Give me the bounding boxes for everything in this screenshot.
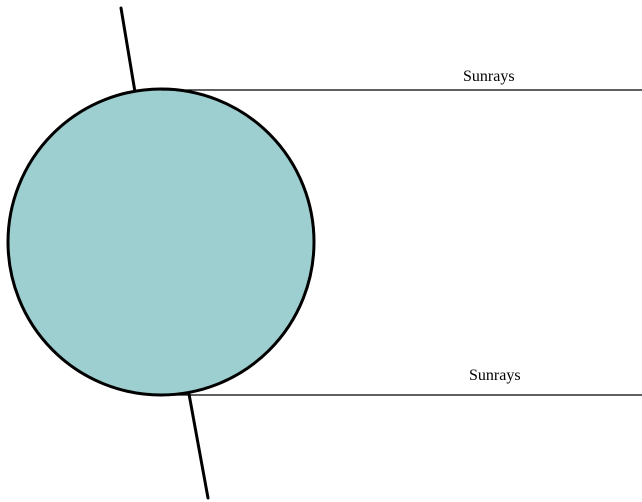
sunray-bottom-label: Sunrays [469, 367, 521, 384]
earth-axis-north [121, 8, 135, 92]
sunray-top-label: Sunrays [463, 68, 515, 85]
earth-axis-south [189, 394, 208, 498]
earth-sphere [8, 89, 314, 395]
